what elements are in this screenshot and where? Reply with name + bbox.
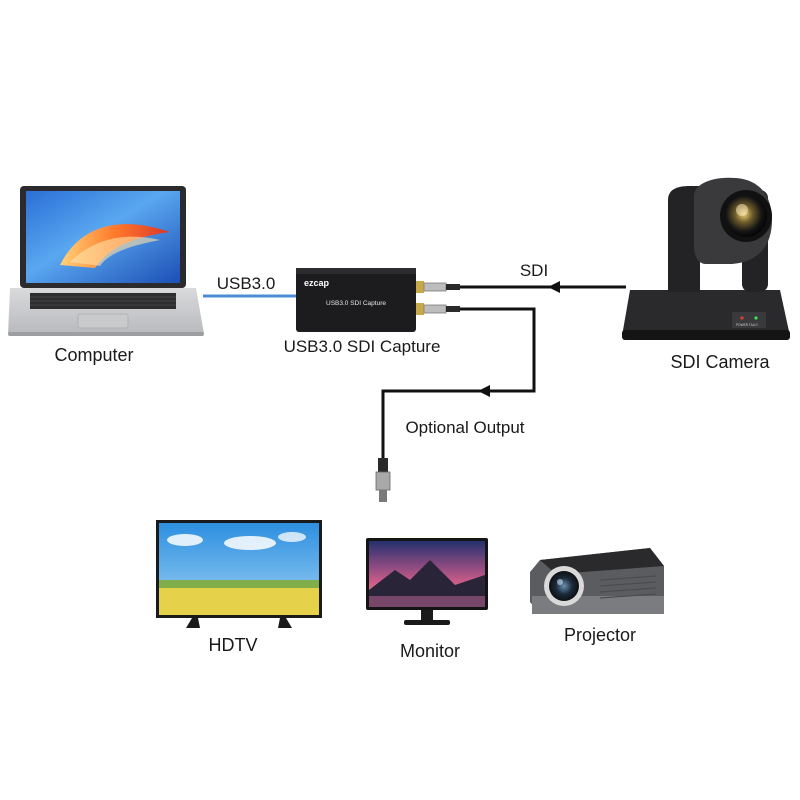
projector-illustration xyxy=(530,548,664,614)
bnc-connector-bottom xyxy=(416,303,460,315)
camera-label: SDI Camera xyxy=(670,352,770,372)
laptop-illustration xyxy=(8,186,204,336)
sdi-input-cable xyxy=(460,281,626,293)
optional-output-label: Optional Output xyxy=(405,418,524,437)
hdtv-label: HDTV xyxy=(209,635,258,655)
sdi-link-label: SDI xyxy=(520,261,548,280)
device-brand-text: ezcap xyxy=(304,278,330,288)
sdi-output-cable xyxy=(375,307,536,502)
arrow-left-icon xyxy=(548,281,560,293)
camera-panel-text: POWER TALLY xyxy=(736,323,759,327)
sdi-camera-illustration: POWER TALLY xyxy=(622,177,790,340)
device-model-text: USB3.0 SDI Capture xyxy=(326,300,386,307)
arrow-left-icon xyxy=(478,385,490,397)
capture-device-label: USB3.0 SDI Capture xyxy=(284,337,441,356)
usb-link-label: USB3.0 xyxy=(217,274,276,293)
bnc-plug-icon xyxy=(375,458,391,502)
monitor-illustration xyxy=(366,538,488,625)
capture-device-illustration: ezcap USB3.0 SDI Capture xyxy=(296,268,460,332)
monitor-label: Monitor xyxy=(400,641,460,661)
projector-label: Projector xyxy=(564,625,636,645)
bnc-connector-top xyxy=(416,281,460,293)
computer-label: Computer xyxy=(54,345,133,365)
hdtv-illustration xyxy=(156,520,322,628)
